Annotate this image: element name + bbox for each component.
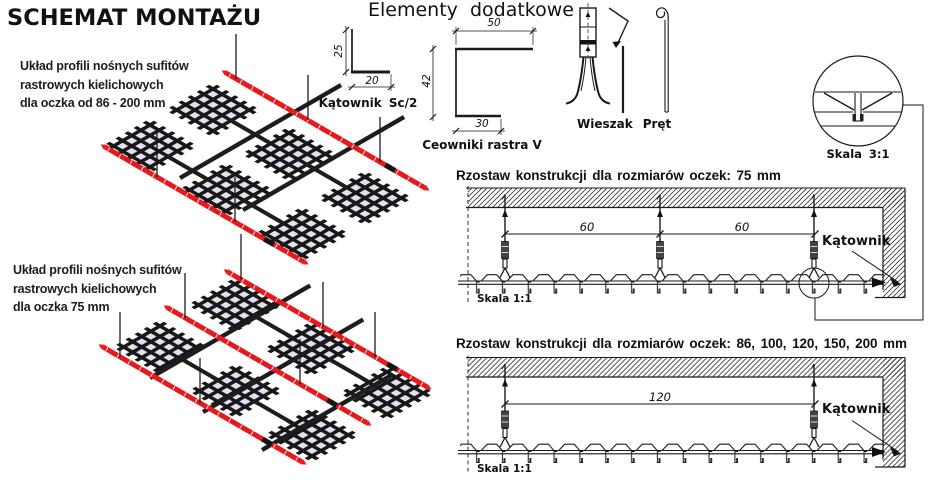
dim-42: 42 <box>420 74 433 88</box>
channel-label: Ceowniki rastra V <box>422 138 542 152</box>
channel-profile-drawing <box>429 27 537 135</box>
section2-scale-label: Skala 1:1 <box>477 463 532 475</box>
angle-label: Kątownik Sc/2 <box>318 96 418 110</box>
detail-circle <box>812 55 904 147</box>
section2-dim-120: 120 <box>649 390 671 404</box>
detail-leader-line <box>814 104 924 321</box>
cross-section-86-200 <box>457 354 906 476</box>
rod-drawing <box>655 7 669 113</box>
section1-dim-60a: 60 <box>579 220 595 234</box>
section1-dim-60b: 60 <box>734 220 750 234</box>
dim-25: 25 <box>332 44 345 58</box>
section1-angle-label: Kątownik <box>822 234 891 249</box>
hanger-drawing <box>565 3 611 105</box>
hanger-label: Wieszak <box>577 117 633 131</box>
rod-label: Pręt <box>642 117 672 131</box>
detail-scale-label: Skala 3:1 <box>826 147 890 161</box>
rail <box>97 342 308 467</box>
section2-title: Rzostaw konstrukcji dla rozmiarów oczek:… <box>456 336 907 351</box>
section1-scale-label: Skala 1:1 <box>477 293 532 305</box>
rail <box>222 267 433 392</box>
caption-layout-top: Układ profili nośnych sufitów rastrowych… <box>20 59 189 110</box>
dim-30: 30 <box>475 118 489 130</box>
iso-layout-top <box>99 34 431 267</box>
section2-angle-label: Kątownik <box>822 402 891 417</box>
elements-title: Elementy dodatkowe <box>368 0 574 21</box>
caption-layout-bottom: Układ profili nośnych sufitów rastrowych… <box>13 263 182 314</box>
dim-50: 50 <box>487 17 501 29</box>
cross-section-75 <box>457 185 906 306</box>
page-title: SCHEMAT MONTAŻU <box>7 5 262 31</box>
wire-drawing <box>608 7 629 113</box>
dim-20: 20 <box>365 75 379 87</box>
section1-title: Rzostaw konstrukcji dla rozmiarów oczek:… <box>456 168 781 183</box>
iso-layout-bottom <box>97 234 437 467</box>
angle-profile-drawing <box>342 26 395 91</box>
